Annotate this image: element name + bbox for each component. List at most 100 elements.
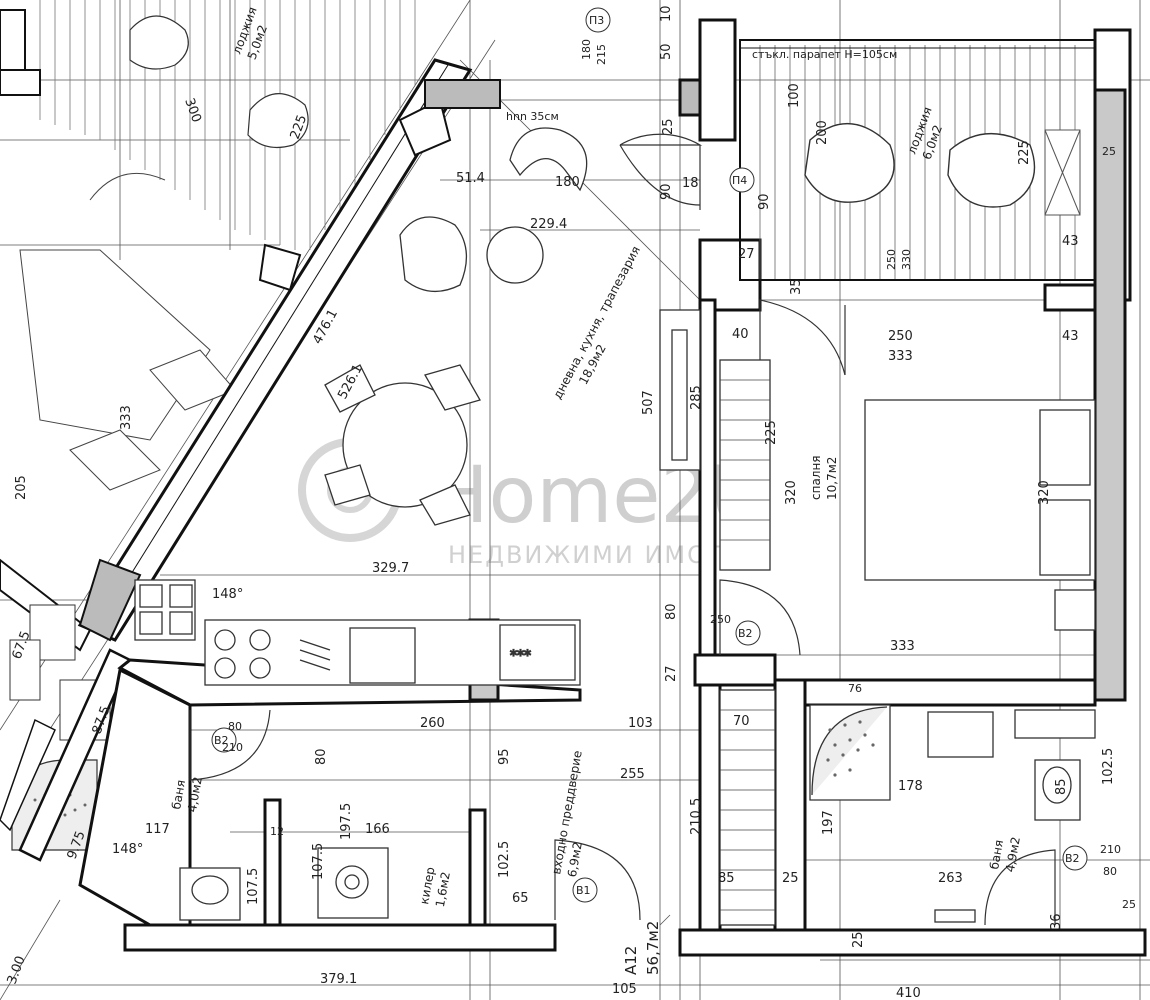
dim-229-4: 229.4: [530, 217, 567, 232]
door-tag-b2-bath: В2: [214, 734, 229, 747]
dim-65: 65: [512, 891, 529, 906]
dim-197: 197: [821, 810, 836, 835]
dim-285: 285: [689, 385, 704, 410]
dim-410: 410: [896, 986, 921, 1000]
room-bath-right-name: баня: [987, 839, 1006, 871]
dim-180: 180: [555, 175, 580, 190]
dim-25-top-right: 25: [1102, 145, 1116, 158]
door-tag-p3: П3: [589, 14, 604, 27]
dim-27-living: 27: [664, 665, 679, 682]
dim-255: 255: [620, 767, 645, 782]
dim-225-loggia: 225: [1017, 140, 1032, 165]
watermark-brand: Home2U: [430, 451, 767, 541]
dim-210-door: 210: [222, 741, 243, 754]
dim-25-right: 25: [1122, 898, 1136, 911]
room-bath-left-name: баня: [169, 779, 188, 811]
dim-329-7: 329.7: [372, 561, 409, 576]
living-furniture: ***: [134, 127, 701, 686]
note-hnn: hnn 35см: [506, 110, 559, 123]
room-wc-name: килер: [417, 866, 437, 906]
dim-197-5: 197.5: [339, 803, 354, 840]
dim-76: 76: [848, 682, 862, 695]
dim-215: 215: [595, 44, 608, 65]
room-bedroom-name: спалня: [809, 455, 823, 500]
dim-18: 18: [682, 176, 699, 191]
room-bedroom-area: 10,7м2: [825, 457, 839, 500]
dim-379-1: 379.1: [320, 972, 357, 987]
dim-320: 320: [1037, 480, 1052, 505]
dim-43-top: 43: [1062, 234, 1079, 249]
bedroom-furniture: [719, 359, 1096, 631]
room-bath-left-area: 4,0м2: [185, 776, 205, 814]
dim-102-5: 102.5: [497, 841, 512, 878]
dim-205: 205: [14, 475, 29, 500]
dim-148-top: 148°: [212, 587, 243, 602]
dim-40: 40: [732, 327, 749, 342]
dim-80-living: 80: [664, 603, 679, 620]
fixtures: [179, 689, 1096, 926]
dim-100: 100: [787, 83, 802, 108]
dim-148-bottom: 148°: [112, 842, 143, 857]
angled-wall: [0, 58, 501, 862]
dim-166: 166: [365, 822, 390, 837]
dim-70: 70: [733, 714, 750, 729]
dim-90-loggia: 90: [757, 193, 772, 210]
room-bath-right-area: 4,9м2: [1003, 836, 1023, 874]
note-parapet: стъкл. парапет Н=105см: [752, 48, 897, 61]
dim-180-top: 180: [580, 39, 593, 60]
dim-250: 250: [888, 329, 913, 344]
door-tag-b2-bedroom: В2: [738, 627, 753, 640]
dim-25-bottom: 25: [851, 931, 866, 948]
room-entry-area: 6,9м2: [565, 841, 585, 879]
dim-300-left: 300: [181, 96, 204, 124]
dim-43-bottom: 43: [1062, 329, 1079, 344]
dim-103: 103: [628, 716, 653, 731]
dim-333-top: 333: [888, 349, 913, 364]
dim-95: 95: [497, 748, 512, 765]
watermark-subtitle: НЕДВИЖИМИ ИМОТИ: [448, 541, 745, 569]
dim-80-door-right: 80: [1103, 865, 1117, 878]
dim-107-5-right: 107.5: [311, 843, 326, 880]
dim-107-5-left: 107.5: [246, 868, 261, 905]
dim-263: 263: [938, 871, 963, 886]
dim-27-top: 27: [738, 247, 755, 262]
apartment-name: А12: [622, 946, 640, 975]
dim-330-loggia: 330: [900, 249, 913, 270]
dim-90: 90: [659, 183, 674, 200]
dim-12: 12: [270, 825, 284, 838]
dim-25-entry: 25: [782, 871, 799, 886]
dim-85-bath: 85: [1054, 778, 1069, 795]
dim-35-bottom: 36: [1049, 913, 1064, 930]
dim-507: 507: [641, 390, 656, 415]
dim-51-4: 51.4: [456, 171, 485, 186]
loggia-right: [739, 39, 1096, 281]
door-tags: В2 В2 В2 В1 П4 П3: [211, 7, 1088, 903]
dim-80-door: 80: [228, 720, 242, 733]
dim-333-left: 333: [119, 405, 134, 430]
dim-85-entry: 85: [718, 871, 735, 886]
door-tag-p4: П4: [732, 174, 747, 187]
dim-50: 50: [659, 43, 674, 60]
dim-178: 178: [898, 779, 923, 794]
dim-225-bed: 225: [764, 420, 779, 445]
dim-10: 10: [659, 5, 674, 22]
dim-250-loggia: 250: [885, 249, 898, 270]
dim-200: 200: [815, 120, 830, 145]
dim-210-bedroom-door: 250: [710, 613, 731, 626]
svg-text:***: ***: [510, 648, 531, 664]
dim-117: 117: [145, 822, 170, 837]
dim-102-5-right: 102.5: [1101, 748, 1116, 785]
dim-105: 105: [612, 982, 637, 997]
dim-80-bath: 80: [314, 748, 329, 765]
dim-210-5: 210.5: [689, 798, 704, 835]
dim-210-door-right: 210: [1100, 843, 1121, 856]
room-living-name: дневна, кухня, трапезария: [550, 244, 643, 402]
dim-320-bed: 320: [784, 480, 799, 505]
dim-3-00: 3.00: [5, 954, 29, 986]
apartment-area: 56,7м2: [644, 921, 662, 975]
dimension-labels: 329.7 229.4 180 51.4 250 333 333 260 103…: [112, 145, 1136, 1000]
door-tag-b2-bath-right: В2: [1065, 852, 1080, 865]
dim-25-top: 25: [661, 118, 676, 135]
door-tag-b1: В1: [576, 884, 591, 897]
